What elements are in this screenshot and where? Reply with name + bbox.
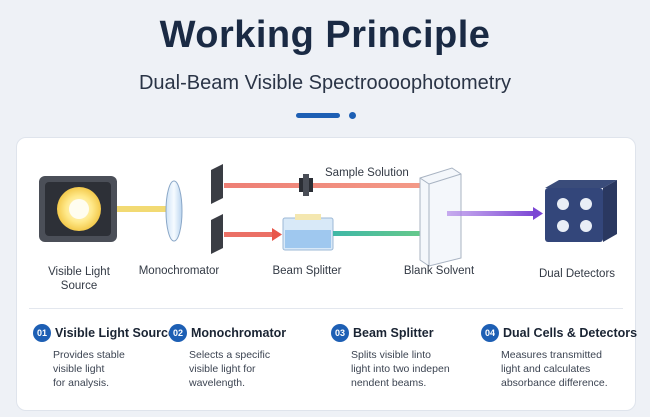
blank-solvent-cuvette xyxy=(419,167,462,267)
section-divider xyxy=(29,308,623,309)
step-dual-cells-detectors: 04 Dual Cells & Detectors Measures trans… xyxy=(481,324,637,390)
step-number-badge: 02 xyxy=(169,324,187,342)
decoration-bar xyxy=(296,113,340,118)
label-light-source: Visible Light Source xyxy=(48,266,110,292)
page-title: Working Principle xyxy=(159,14,491,56)
step-title: Beam Splitter xyxy=(353,326,434,340)
page-subtitle: Dual-Beam Visible Spectroooophotometry xyxy=(138,72,512,94)
sample-cuvette xyxy=(299,174,313,196)
beam-splitter xyxy=(282,214,334,251)
light-source xyxy=(39,176,117,242)
step-number-badge: 04 xyxy=(481,324,499,342)
diagram-card: Sample Solution Visible Light Source Mon… xyxy=(16,137,637,411)
label-monochromator: Monochromator xyxy=(138,265,220,277)
label-blank-solvent: Blank Solvent xyxy=(403,265,475,277)
decoration-dot xyxy=(349,112,356,119)
slit-plates xyxy=(211,164,223,254)
step-number-badge: 01 xyxy=(33,324,51,342)
optical-path-diagram xyxy=(39,164,617,267)
monochromator-lens xyxy=(165,180,183,242)
label-beam-splitter: Beam Splitter xyxy=(272,265,342,277)
step-number-badge: 03 xyxy=(331,324,349,342)
reference-beam-out xyxy=(333,231,425,236)
label-dual-detectors: Dual Detectors xyxy=(538,268,616,280)
step-title: Visible Light Source xyxy=(55,326,175,340)
step-title: Dual Cells & Detectors xyxy=(503,326,638,340)
step-title: Monochromator xyxy=(191,326,287,340)
reference-beam-in xyxy=(224,232,272,237)
step-description: Selects a specific visible light for wav… xyxy=(189,349,271,389)
step-description: Measures transmitted light and calculate… xyxy=(501,349,608,389)
step-monochromator: 02 Monochromator Selects a specific visi… xyxy=(169,324,319,390)
dual-detectors xyxy=(545,180,617,242)
step-light-source: 01 Visible Light Source Provides stable … xyxy=(33,324,183,390)
step-description: Splits visible linto light into two inde… xyxy=(351,349,450,389)
step-description: Provides stable visible light for analys… xyxy=(53,349,125,389)
combined-beam xyxy=(447,211,535,216)
step-beam-splitter: 03 Beam Splitter Splits visible linto li… xyxy=(331,324,481,390)
white-light-beam xyxy=(117,206,169,212)
sample-beam xyxy=(224,183,424,188)
title-decoration xyxy=(296,112,366,120)
label-sample-solution: Sample Solution xyxy=(325,167,409,179)
